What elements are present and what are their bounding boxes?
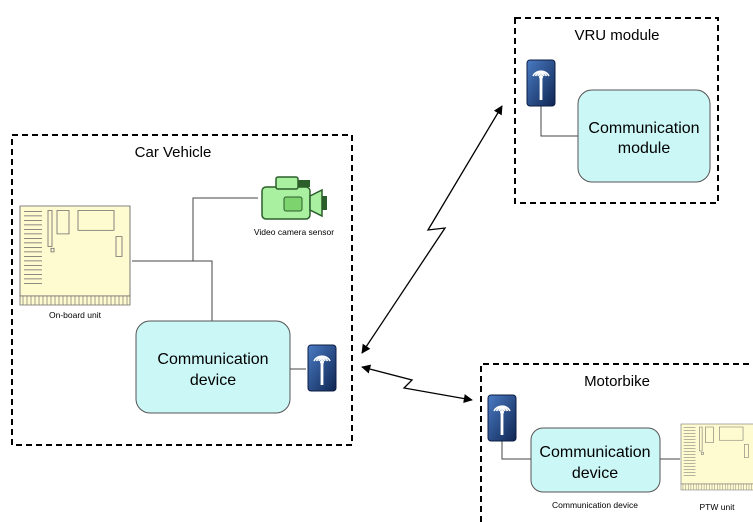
motorbike-group: Motorbike Communication device Communica… <box>480 363 753 522</box>
video-camera-label: Video camera sensor <box>254 227 334 237</box>
car-comm-device-line1: Communication <box>157 351 268 368</box>
video-camera-icon <box>261 176 327 220</box>
motorbike-antenna-icon <box>487 394 517 442</box>
onboard-unit-label: On-board unit <box>49 310 102 320</box>
circuit-board-icon <box>19 205 131 306</box>
car-vehicle-group: Car Vehicle On-board unit Video camera s… <box>11 134 353 446</box>
motorbike-title: Motorbike <box>584 373 650 390</box>
vru-module-title: VRU module <box>574 27 659 44</box>
motorbike-internal-links <box>501 441 680 460</box>
wireless-link-car-to-motorbike <box>361 364 473 404</box>
car-antenna-icon <box>307 344 337 392</box>
motorbike-comm-device-box <box>530 427 661 493</box>
link-board-to-comm <box>132 260 213 321</box>
motorbike-comm-device-caption: Communication device <box>552 500 638 510</box>
car-vehicle-title: Car Vehicle <box>135 144 212 161</box>
ptw-unit-label: PTW unit <box>700 502 736 512</box>
car-comm-device-line2: device <box>190 372 236 389</box>
motorbike-comm-device-line1: Communication <box>539 444 650 461</box>
vru-comm-module-line1: Communication <box>588 120 699 137</box>
onboard-unit <box>19 205 131 306</box>
vru-comm-module-box <box>577 89 711 183</box>
car-internal-links <box>132 197 306 370</box>
wireless-link-car-to-vru <box>361 105 503 354</box>
motorbike-comm-device-line2: device <box>572 465 618 482</box>
vru-module-boundary <box>514 17 719 204</box>
car-vehicle-boundary <box>11 134 353 446</box>
vru-module-group: VRU module Communication module <box>514 17 719 204</box>
car-comm-device-box <box>135 320 291 414</box>
ptw-unit <box>680 423 753 491</box>
vru-antenna-link <box>540 106 578 137</box>
link-board-to-camera <box>132 197 258 262</box>
vru-comm-module-line2: module <box>618 140 671 157</box>
ptw-circuit-board-icon <box>680 423 753 491</box>
vru-antenna-icon <box>526 59 556 107</box>
motorbike-boundary <box>480 363 753 522</box>
link-antenna-to-comm <box>501 441 531 460</box>
